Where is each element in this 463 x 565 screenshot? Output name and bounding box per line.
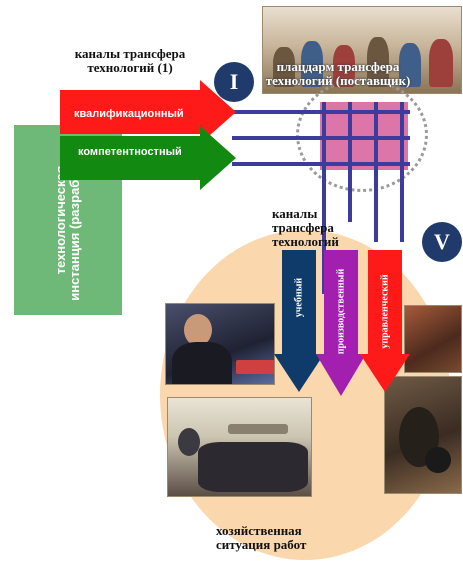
arrow-managerial — [360, 250, 410, 392]
grid-line — [232, 162, 410, 166]
roman-one-badge: I — [214, 62, 254, 102]
arrow-production-label: производственный — [335, 268, 347, 355]
roman-five-badge: V — [422, 222, 462, 262]
grid-line — [232, 136, 410, 140]
arrow-managerial-label-wrap: управленческий — [368, 262, 402, 362]
speaker-photo — [165, 303, 275, 385]
arrow-competence-label: компетентностный — [78, 146, 182, 158]
grid-line — [322, 102, 326, 294]
arrow-qualification-label: квалификационный — [74, 108, 184, 120]
arrow-educational-label: учебный — [293, 277, 305, 318]
arrow-managerial-label: управленческий — [379, 274, 391, 349]
arrow-competence — [60, 126, 236, 190]
auditorium-photo — [167, 397, 312, 497]
supplier-label: плацдарм трансфера технологий (поставщик… — [265, 59, 411, 88]
channels-bottom-title: каналы трансфера технологий — [272, 206, 339, 249]
field-work-photo — [384, 376, 462, 494]
channel-arrows-bottom — [274, 250, 410, 396]
arrow-educational-label-wrap: учебный — [282, 262, 316, 362]
economy-label: хозяйственная ситуация работ — [216, 523, 307, 552]
grid-line — [374, 102, 378, 242]
grid-line — [348, 102, 352, 222]
channel-arrows-top — [60, 80, 236, 190]
arrow-production-label-wrap: производственный — [324, 262, 358, 362]
channels-top-title: каналы трансфера технологий (1) — [74, 46, 186, 75]
workers-photo — [404, 305, 462, 373]
arrow-production — [316, 250, 366, 396]
grid-line — [400, 102, 404, 242]
arrow-educational — [274, 250, 324, 392]
supplier-photo — [262, 6, 462, 94]
grid-line — [232, 110, 410, 114]
arrow-qualification — [60, 80, 236, 144]
supplier-dotted-circle — [296, 78, 428, 192]
